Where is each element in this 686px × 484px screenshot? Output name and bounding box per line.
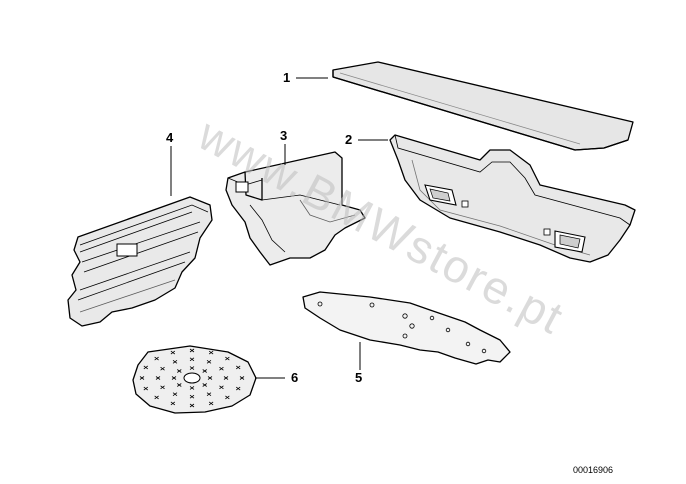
mat-cross-mark: [189, 394, 195, 399]
mat-cross-mark: [189, 386, 195, 390]
part-3-side-trim: [225, 151, 366, 266]
mat-cross-mark: [223, 376, 229, 380]
leader-lines: [170, 77, 388, 379]
mat-cross-mark: [208, 350, 214, 355]
mat-cross-mark: [170, 350, 176, 355]
part-2-rear-trim-panel: [389, 134, 636, 263]
mat-cross-mark: [143, 365, 149, 370]
part-1-floor-panel: [332, 61, 634, 151]
mat-cross-mark: [235, 365, 241, 370]
mat-cross-mark: [160, 385, 165, 390]
mat-cross-mark: [189, 403, 195, 408]
callout-4: 4: [166, 130, 174, 145]
mat-cross-mark: [177, 369, 182, 373]
mat-cross-mark: [225, 395, 230, 400]
part-4-ribbed-side-trim: [67, 196, 213, 327]
mat-cross-mark: [154, 356, 159, 361]
mat-cross-mark: [235, 386, 241, 391]
mat-cross-mark: [171, 376, 177, 380]
mat-cross-mark: [172, 392, 178, 397]
part-6-round-mat: [132, 345, 257, 414]
mat-cross-mark: [189, 357, 195, 362]
mat-cross-mark: [206, 392, 212, 397]
callout-6: 6: [291, 370, 298, 385]
document-number: 00016906: [573, 465, 613, 475]
mat-cross-mark: [170, 401, 176, 406]
mat-cross-mark: [143, 386, 149, 391]
callout-2: 2: [345, 132, 352, 147]
mat-cross-mark: [154, 395, 159, 400]
callout-3: 3: [280, 128, 287, 143]
part-5-floor-plate: [302, 291, 511, 365]
mat-cross-mark: [208, 401, 214, 406]
mat-cross-mark: [239, 376, 245, 380]
mat-cross-mark: [225, 356, 230, 361]
mat-cross-mark: [202, 383, 207, 387]
callout-5: 5: [355, 370, 362, 385]
mat-cross-mark: [206, 359, 212, 364]
mat-cross-mark: [207, 376, 213, 380]
mat-cross-mark: [189, 348, 195, 353]
mat-cross-mark: [160, 366, 165, 371]
mat-cross-mark: [189, 366, 195, 370]
mat-cross-mark: [219, 366, 224, 371]
mat-cross-mark: [177, 383, 182, 387]
mat-cross-mark: [219, 385, 224, 390]
mat-cross-mark: [155, 376, 161, 380]
mat-cross-mark: [172, 359, 178, 364]
callout-1: 1: [283, 70, 290, 85]
mat-cross-mark: [139, 376, 145, 380]
mat-cross-mark: [202, 369, 207, 373]
